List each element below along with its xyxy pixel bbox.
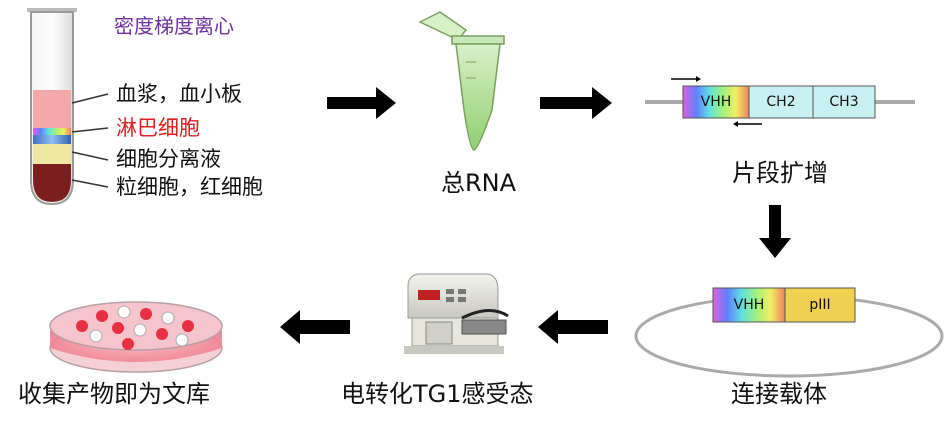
- arrow-right-1: [327, 87, 396, 119]
- arrow-right-2: [540, 87, 612, 119]
- layer-label-granulocytes: 粒细胞，红细胞: [116, 175, 263, 199]
- dish-colonies: [76, 305, 194, 350]
- colony: [140, 308, 152, 320]
- colony: [182, 320, 194, 332]
- colony: [112, 322, 124, 334]
- segment-label-vector-vhh: VHH: [733, 297, 765, 313]
- segment-label-ch3: CH3: [829, 94, 859, 110]
- arrow-down: [759, 205, 791, 258]
- segment-label-vhh: VHH: [700, 94, 732, 110]
- tube-body: [455, 43, 501, 151]
- gene-construct: [645, 76, 915, 127]
- colony: [175, 333, 189, 347]
- ch2-segment: [748, 85, 814, 119]
- petri-dish: [49, 301, 223, 373]
- colony: [96, 310, 108, 322]
- arrow-left-1: [538, 310, 608, 344]
- layer-label-lymphocytes: 淋巴细胞: [116, 116, 200, 140]
- leader-line-granulocyte: [71, 179, 109, 188]
- step-label-rna: 总RNA: [441, 169, 517, 197]
- colony: [122, 338, 134, 350]
- segment-label-ch2: CH2: [766, 94, 796, 110]
- vector-vhh-segment: [712, 287, 786, 323]
- step-label-collect: 收集产物即为文库: [18, 380, 210, 408]
- granulocyte-layer: [33, 164, 71, 202]
- ch3-segment: [812, 85, 876, 119]
- tube-title: 密度梯度离心: [114, 14, 234, 38]
- colony: [133, 323, 147, 337]
- tube-lid-ring: [451, 35, 505, 45]
- colony: [161, 311, 175, 325]
- forward-primer-head: [696, 76, 701, 82]
- machine-button-4: [458, 297, 466, 302]
- step-label-transform: 电转化TG1感受态: [341, 380, 534, 408]
- cuvette-chamber: [425, 321, 453, 345]
- layer-label-plasma: 血浆，血小板: [116, 82, 242, 106]
- leader-line-lymph: [71, 127, 109, 133]
- machine-button-3: [446, 297, 454, 302]
- segment-label-piii: pIII: [809, 297, 831, 313]
- machine-button-2: [458, 289, 466, 294]
- step-label-ligate: 连接载体: [731, 380, 827, 408]
- plasma-layer: [33, 90, 71, 128]
- leader-line-plasma: [71, 93, 109, 104]
- colony: [89, 329, 103, 343]
- tube-cap: [418, 11, 468, 41]
- centrifuge-tube: [27, 8, 109, 206]
- vhh-segment: [682, 85, 750, 119]
- machine-button-1: [446, 289, 454, 294]
- electroporator: [404, 273, 509, 354]
- machine-foot: [404, 346, 504, 354]
- colony: [156, 328, 168, 340]
- colony: [117, 305, 131, 319]
- lymphocyte-layer: [33, 128, 71, 135]
- tube-rim: [27, 8, 77, 12]
- reverse-primer-head: [733, 121, 738, 127]
- arrow-left-2: [280, 310, 350, 344]
- plasmid-vector: [634, 287, 944, 378]
- eppendorf-tube: [418, 11, 505, 151]
- machine-display: [418, 290, 440, 300]
- separation-layer-blue: [33, 135, 71, 144]
- machine-top: [407, 273, 499, 319]
- piii-segment: [784, 287, 856, 323]
- step-label-amplify: 片段扩增: [732, 159, 828, 187]
- layer-label-separation-medium: 细胞分离液: [116, 147, 221, 171]
- leader-line-medium: [71, 151, 109, 161]
- machine-cable: [461, 309, 509, 320]
- colony: [76, 320, 88, 332]
- machine-handle: [461, 319, 507, 335]
- separation-medium-layer: [33, 144, 71, 164]
